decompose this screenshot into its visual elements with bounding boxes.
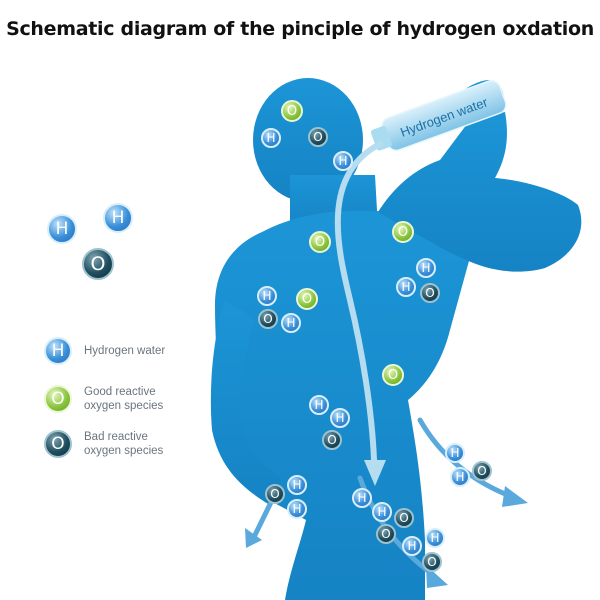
bad-oxygen-molecule: O (265, 484, 285, 504)
good-oxygen-molecule: O (281, 100, 303, 122)
main-flow-arrowhead (364, 460, 386, 486)
good-oxygen-molecule: O (296, 288, 318, 310)
hydrogen-molecule: H (445, 443, 465, 463)
legend-bad-oxygen-icon: O (44, 430, 72, 458)
good-oxygen-molecule: O (382, 364, 404, 386)
good-oxygen-molecule: O (309, 231, 331, 253)
legend-item-bad-oxygen: O Bad reactive oxygen species (44, 430, 163, 458)
hydrogen-molecule: H (425, 528, 445, 548)
hydrogen-molecule: H (396, 277, 416, 297)
hydrogen-molecule: H (103, 203, 133, 233)
bad-oxygen-molecule: O (258, 309, 278, 329)
bad-oxygen-molecule: O (82, 248, 114, 280)
legend-good-oxygen-icon: O (44, 385, 72, 413)
exit-arrow-right (417, 417, 513, 499)
hydrogen-molecule: H (287, 499, 307, 519)
exit-arrow-left-head (245, 528, 262, 548)
hydrogen-molecule: H (287, 475, 307, 495)
hydrogen-molecule: H (402, 536, 422, 556)
legend-item-hydrogen: H Hydrogen water (44, 337, 165, 365)
bad-oxygen-molecule: O (394, 508, 414, 528)
hydrogen-molecule: H (330, 408, 350, 428)
hydrogen-molecule: H (309, 395, 329, 415)
bad-oxygen-molecule: O (472, 461, 492, 481)
hydrogen-molecule: H (47, 214, 77, 244)
page-title: Schematic diagram of the pinciple of hyd… (6, 18, 594, 40)
bad-oxygen-molecule: O (420, 283, 440, 303)
hydrogen-molecule: H (450, 467, 470, 487)
hydrogen-molecule: H (416, 258, 436, 278)
hydrogen-molecule: H (261, 128, 281, 148)
hydrogen-molecule: H (372, 502, 392, 522)
exit-arrow-right-head (502, 486, 528, 507)
legend-label-hydrogen: Hydrogen water (84, 345, 166, 357)
legend-label-good-oxygen: Good reactive oxygen species (84, 386, 164, 412)
main-flow-arrow (334, 141, 383, 463)
hydrogen-molecule: H (281, 313, 301, 333)
legend-label-bad-oxygen: Bad reactive oxygen species (84, 431, 164, 457)
bad-oxygen-molecule: O (322, 430, 342, 450)
bad-oxygen-molecule: O (376, 524, 396, 544)
hydrogen-molecule: H (352, 488, 372, 508)
good-oxygen-molecule: O (392, 221, 414, 243)
legend-item-good-oxygen: O Good reactive oxygen species (44, 385, 163, 413)
hydrogen-molecule: H (333, 151, 353, 171)
legend-hydrogen-icon: H (44, 337, 72, 365)
hydrogen-molecule: H (257, 286, 277, 306)
bad-oxygen-molecule: O (308, 127, 328, 147)
bad-oxygen-molecule: O (422, 552, 442, 572)
